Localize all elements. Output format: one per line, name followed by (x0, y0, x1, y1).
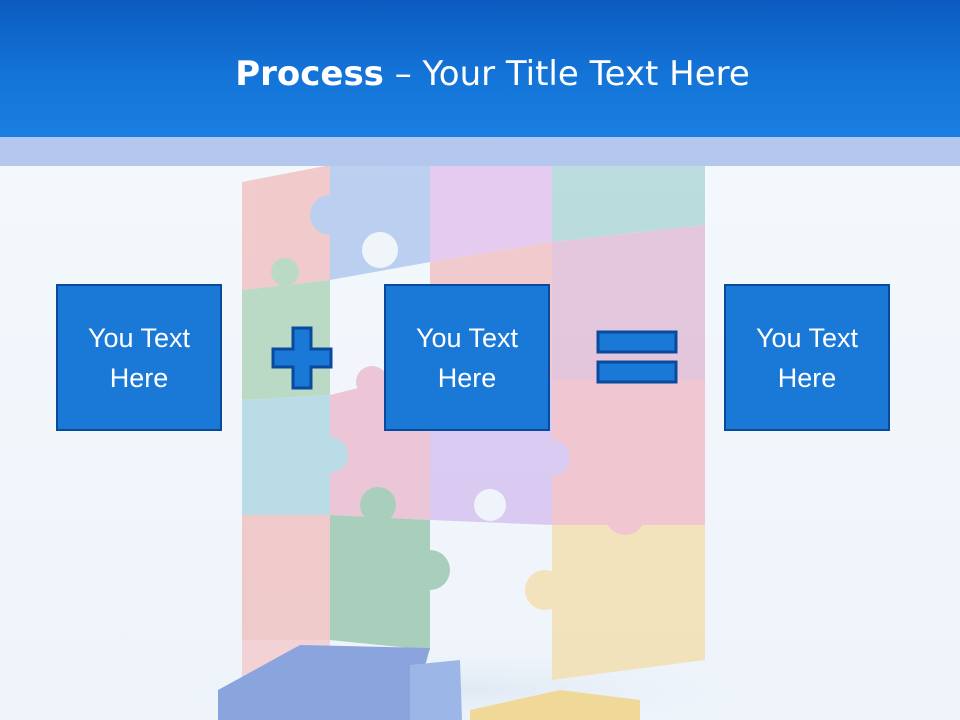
equals-icon: = (596, 330, 678, 384)
process-box-1[interactable]: You Text Here (56, 284, 222, 431)
slide-title[interactable]: Process – Your Title Text Here (0, 52, 960, 96)
title-banner (0, 0, 960, 137)
process-box-2-text: You Text Here (415, 322, 519, 393)
process-box-1-text: You Text Here (87, 322, 191, 393)
process-box-2[interactable]: You Text Here (384, 284, 550, 431)
process-box-3[interactable]: You Text Here (724, 284, 890, 431)
title-accent-band (0, 137, 960, 166)
slide-title-rest: – Your Title Text Here (383, 54, 750, 94)
slide-title-bold: Process (235, 54, 384, 94)
plus-icon: + (271, 326, 333, 390)
process-box-3-text: You Text Here (755, 322, 859, 393)
